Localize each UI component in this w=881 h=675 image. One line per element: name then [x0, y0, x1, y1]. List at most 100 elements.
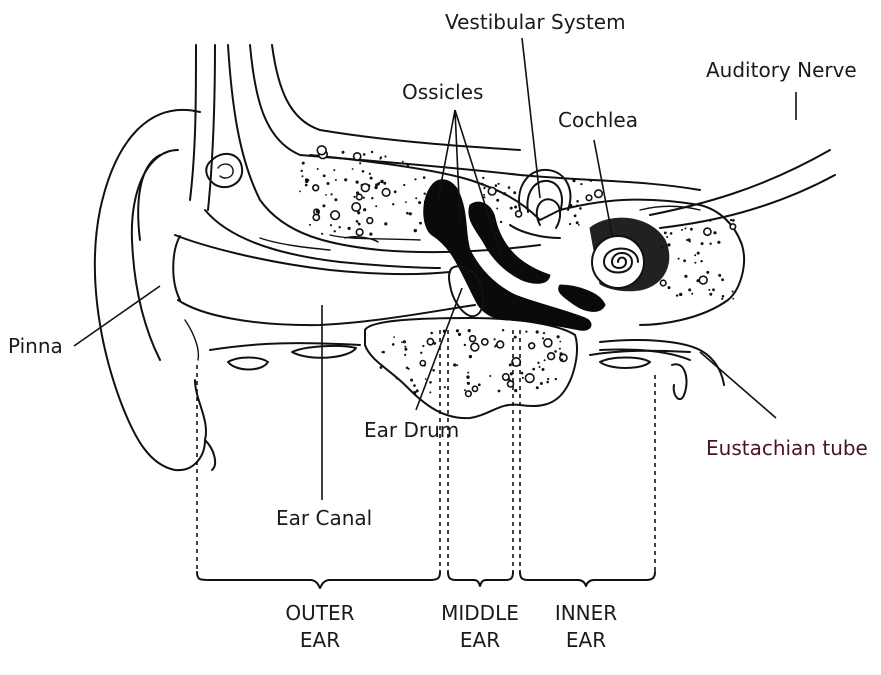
section-guides — [197, 330, 655, 572]
bone-stipple — [427, 339, 433, 345]
bone-stipple — [382, 189, 390, 197]
section-label-inner-ear: INNER EAR — [536, 600, 636, 654]
section-line-2: EAR — [270, 627, 370, 654]
label-ear-drum: Ear Drum — [364, 420, 459, 440]
bone-stipple — [363, 153, 366, 156]
bone-stipple — [404, 346, 406, 348]
bone-stipple — [305, 178, 308, 181]
bone-stipple — [694, 262, 696, 264]
bone-stipple — [706, 271, 709, 274]
bone-stipple — [429, 381, 432, 384]
bone-stipple — [676, 294, 678, 296]
bone-stipple — [356, 181, 359, 184]
bone-stipple — [420, 352, 422, 354]
bone-stipple — [668, 286, 671, 289]
bone-stipple — [317, 168, 319, 170]
bone-stipple — [371, 151, 373, 153]
bone-stipple — [453, 363, 456, 366]
bone-stipple — [525, 331, 527, 333]
bone-stipple — [384, 222, 387, 225]
bone-stipple — [510, 207, 513, 210]
section-braces — [197, 572, 655, 588]
bone-stipple — [403, 340, 406, 343]
bone-stipple — [717, 241, 720, 244]
bone-stipple — [590, 180, 592, 182]
bone-stipple — [413, 384, 416, 387]
bone-stipple — [419, 222, 422, 225]
bone-stipple — [467, 372, 469, 374]
bone-stipple — [554, 350, 557, 353]
bone-texture-lower — [210, 318, 690, 418]
bone-stipple — [494, 338, 496, 340]
bone-stipple — [425, 378, 427, 380]
bone-stipple — [305, 184, 308, 187]
bone-stipple — [543, 332, 545, 334]
bone-stipple — [378, 182, 380, 184]
bone-stipple — [339, 226, 341, 228]
bone-stipple — [299, 191, 301, 193]
bone-stipple — [700, 260, 702, 262]
bone-stipple — [423, 176, 426, 179]
bone-stipple — [557, 335, 560, 338]
bone-stipple — [576, 200, 579, 203]
bone-stipple — [496, 199, 499, 202]
bone-stipple — [694, 254, 696, 256]
bone-stipple — [514, 336, 517, 339]
bone-stipple — [331, 211, 340, 220]
bone-stipple — [679, 293, 682, 296]
bone-stipple — [325, 194, 327, 196]
bone-stipple — [348, 227, 351, 230]
section-label-middle-ear: MIDDLE EAR — [430, 600, 530, 654]
eustachian-tube-shape — [600, 340, 724, 385]
bone-stipple — [595, 190, 603, 198]
bone-stipple — [482, 339, 488, 345]
bone-stipple — [309, 224, 311, 226]
bone-stipple — [548, 353, 555, 360]
bone-stipple — [688, 288, 691, 291]
bone-stipple — [424, 193, 426, 195]
vestibular-shape — [510, 170, 570, 238]
bone-stipple — [361, 184, 369, 192]
ear-canal-shape — [173, 235, 475, 325]
bone-stipple — [586, 195, 592, 201]
bone-stipple — [331, 193, 333, 195]
bone-stipple — [404, 348, 407, 351]
bone-stipple — [708, 289, 710, 291]
bone-stipple — [542, 337, 544, 339]
bone-stipple — [467, 382, 470, 385]
bone-stipple — [713, 231, 716, 234]
bone-stipple — [316, 210, 319, 213]
bone-stipple — [721, 298, 723, 300]
bone-stipple — [690, 228, 693, 231]
bone-stipple — [532, 368, 535, 371]
bone-stipple — [497, 341, 504, 348]
bone-stipple — [327, 182, 330, 185]
bone-stipple — [579, 207, 582, 210]
bone-stipple — [684, 275, 687, 278]
bone-stipple — [404, 354, 406, 356]
bone-stipple — [481, 183, 484, 186]
bone-stipple — [691, 293, 693, 295]
bone-stipple — [466, 375, 469, 378]
bone-stipple — [352, 203, 360, 211]
bone-stipple — [358, 222, 360, 224]
bone-stipple — [559, 341, 561, 343]
bone-stipple — [456, 329, 459, 332]
bone-stipple — [321, 233, 323, 235]
bone-stipple — [539, 366, 541, 368]
bone-stipple — [354, 153, 361, 160]
bone-stipple — [302, 175, 304, 177]
bone-stipple — [334, 230, 336, 232]
bone-stipple — [514, 206, 517, 209]
bone-stipple — [513, 191, 516, 194]
bone-stipple — [488, 187, 496, 195]
bone-stipple — [555, 378, 557, 380]
bone-stipple — [409, 212, 412, 215]
bone-stipple — [370, 177, 373, 180]
label-ear-canal: Ear Canal — [276, 508, 372, 528]
bone-stipple — [660, 280, 666, 286]
label-vestibular-system: Vestibular System — [445, 12, 626, 32]
bone-stipple — [709, 293, 712, 296]
bone-stipple — [382, 351, 385, 354]
